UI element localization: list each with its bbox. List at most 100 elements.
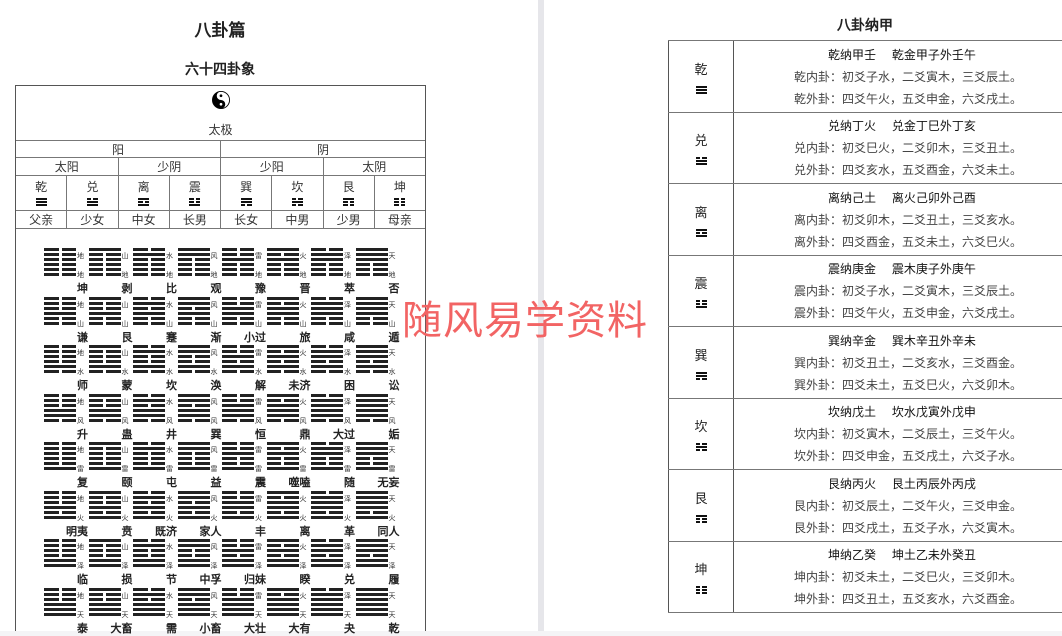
najia-row: 坤坤纳乙癸 坤土乙未外癸丑坤内卦：初爻未土，二爻巳火，三爻卯木。坤外卦：四爻丑土…: [668, 541, 1062, 613]
hexagram-line: [311, 316, 343, 320]
hexagram-line: [266, 311, 299, 315]
lower-trigram-label: 山: [299, 319, 307, 328]
hexagram-line: [311, 559, 343, 562]
hexagram: 水火既济: [133, 489, 177, 538]
hexagram-line: [266, 587, 299, 591]
hexagram: 雷天大壮: [222, 586, 266, 635]
hexagram-line: [266, 263, 299, 266]
hexagram-line: [133, 515, 165, 519]
hexagram-line: [88, 360, 121, 363]
hexagram-line: [44, 549, 76, 552]
hexagram-line: [266, 365, 299, 368]
lower-trigram-label: 风: [77, 416, 84, 425]
yin-yang-icon: [211, 91, 230, 109]
hexagram-line: [133, 360, 165, 363]
hexagram: 泽火革: [311, 489, 355, 538]
hexagram-name: 解: [255, 379, 266, 392]
hexagram-name: 随: [344, 476, 355, 489]
hexagram-line: [266, 549, 299, 552]
hexagram-line: [88, 370, 121, 373]
lower-trigram-label: 火: [77, 513, 84, 522]
inner-trigram-text: 艮内卦：初爻辰土，二爻午火，三爻申金。: [794, 498, 1023, 513]
hexagram-name: 小畜: [199, 621, 222, 635]
hexagram-line: [311, 350, 343, 353]
hexagram-line: [133, 587, 165, 591]
hexagram: 泽泽兑: [311, 537, 355, 586]
upper-trigram-label: 地: [77, 543, 84, 551]
lower-trigram-label: 地: [388, 271, 396, 279]
hexagram-line: [266, 452, 299, 455]
hexagram: 风水涣: [177, 343, 222, 392]
upper-trigram-label: 火: [299, 349, 307, 357]
hexagram-line: [266, 360, 299, 363]
lower-trigram-label: 山: [77, 319, 84, 328]
hexagram-line: [222, 515, 254, 519]
hexagram-name: 升: [77, 427, 88, 441]
hexagram-line: [355, 442, 388, 445]
hexagram-line: [133, 263, 165, 266]
upper-trigram-label: 雷: [255, 494, 262, 503]
hexagram-line: [311, 273, 343, 276]
hexagram-line: [88, 345, 121, 348]
hexagram: 山火贲: [88, 489, 133, 538]
lower-trigram-label: 地: [210, 271, 218, 279]
hexagram-line: [355, 587, 388, 591]
hexagram-line: [222, 564, 254, 567]
hexagram-line: [177, 360, 210, 363]
hexagram-line: [266, 602, 299, 606]
hexagram-line: [311, 360, 343, 363]
hexagram-line: [177, 345, 210, 348]
hexagram-line: [44, 510, 76, 514]
hexagram-line: [177, 442, 210, 445]
hexagram-line: [88, 316, 121, 320]
hexagram-name: 小过: [244, 330, 266, 344]
hexagram-line: [88, 539, 121, 542]
hexagram-line: [222, 365, 254, 368]
hexagram-line: [311, 587, 343, 591]
hexagram: 水雷屯: [133, 440, 177, 489]
hexagram-line: [44, 505, 76, 509]
lower-trigram-label: 雷: [77, 465, 84, 473]
hexagram: 风山渐: [177, 295, 222, 344]
hexagram-line: [44, 296, 76, 300]
hexagram-line: [311, 564, 343, 567]
hexagram-line: [44, 316, 76, 320]
najia-heading: 巽纳辛金 巽木辛丑外辛未: [828, 333, 976, 348]
hexagram-line: [88, 462, 121, 465]
hexagram-line: [88, 510, 121, 514]
hexagram-line: [222, 413, 254, 417]
upper-trigram-label: 水: [166, 397, 173, 406]
hexagram: 地泽临: [44, 537, 88, 586]
hexagram-line: [44, 273, 76, 276]
hexagram: 火风鼎: [266, 392, 311, 441]
hexagram-line: [266, 273, 299, 276]
hexagram-line: [133, 301, 165, 305]
najia-detail-cell: 坎纳戊土 坎水戊寅外戊申坎内卦：初爻寅木，二爻辰土，三爻午火。坎外卦：四爻申金，…: [734, 399, 1062, 470]
upper-trigram-label: 雷: [255, 252, 262, 260]
hexagram: 雷火丰: [222, 489, 266, 538]
hexagram-line: [177, 452, 210, 455]
hexagram-line: [88, 490, 121, 494]
hexagram-line: [311, 457, 343, 460]
hexagram-line: [88, 554, 121, 557]
trigram-name: 坎: [291, 180, 304, 194]
hexagram-line: [355, 597, 388, 601]
hexagram-line: [222, 452, 254, 455]
hexagram-line: [44, 462, 76, 465]
lower-trigram-label: 天: [210, 610, 218, 619]
hexagram-line: [222, 539, 254, 542]
trigram-name: 震: [188, 180, 201, 194]
hexagram: 天风姤: [355, 392, 400, 441]
hexagram: 地火明夷: [44, 489, 88, 538]
hexagram-line: [88, 467, 121, 470]
trigram-name: 离: [137, 180, 150, 194]
trigram-symbol-icon: [16, 198, 66, 206]
lower-trigram-label: 水: [77, 368, 84, 376]
lower-trigram-label: 泽: [255, 562, 262, 570]
hexagram-name: 益: [210, 476, 222, 489]
hexagram-line: [266, 510, 299, 514]
upper-trigram-label: 天: [388, 252, 396, 260]
hexagram-line: [88, 350, 121, 353]
family-cell: 父亲: [16, 211, 68, 228]
lower-trigram-label: 风: [166, 416, 173, 425]
